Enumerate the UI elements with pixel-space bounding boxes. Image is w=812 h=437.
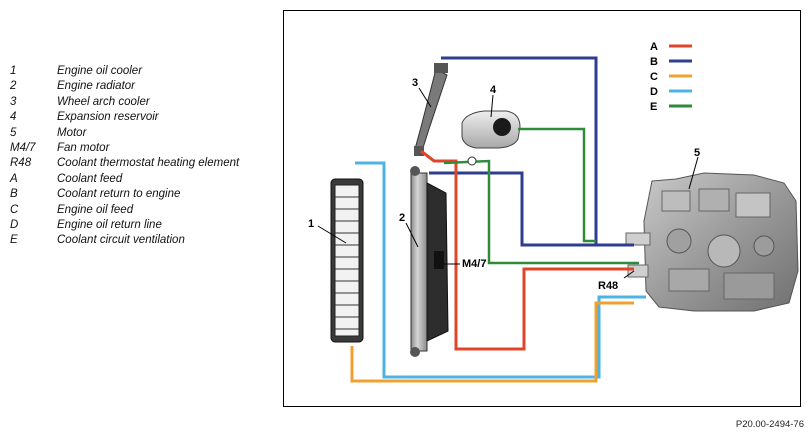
legend-key: C bbox=[10, 203, 19, 216]
line-b-coolant-return bbox=[429, 56, 634, 247]
key-letter-d: D bbox=[650, 86, 658, 98]
legend-key: 1 bbox=[10, 65, 17, 77]
legend-key: 4 bbox=[10, 111, 17, 124]
callout-leaders bbox=[317, 87, 699, 279]
legend-row: 4 Expansion reservoir bbox=[10, 110, 239, 125]
callout-labels: 1 2 3 4 5 M4/7 R48 bbox=[308, 77, 700, 292]
key-letter-b: B bbox=[650, 56, 658, 68]
legend-key: D bbox=[10, 219, 19, 232]
legend-key: 2 bbox=[10, 80, 17, 93]
legend-key: B bbox=[10, 188, 18, 201]
line-d-oil-return bbox=[355, 161, 646, 379]
legend-label: Coolant feed bbox=[57, 172, 123, 185]
line-a-coolant-feed bbox=[420, 149, 634, 351]
callout-1: 1 bbox=[308, 218, 314, 230]
wheel-arch-cooler bbox=[414, 63, 448, 156]
line-c-oil-feed bbox=[350, 301, 634, 383]
legend-label: Engine oil cooler bbox=[57, 65, 143, 77]
legend-label: Engine radiator bbox=[57, 80, 135, 93]
fan-motor bbox=[426, 182, 449, 342]
callout-4: 4 bbox=[490, 84, 497, 96]
engine-block bbox=[625, 172, 799, 312]
legend-row: B Coolant return to engine bbox=[10, 187, 239, 202]
figure-reference: P20.00-2494-76 bbox=[735, 419, 804, 430]
legend-row: D Engine oil return line bbox=[10, 218, 239, 233]
legend-label: Expansion reservoir bbox=[57, 111, 159, 124]
legend-label: Engine oil return line bbox=[57, 219, 162, 232]
key-letter-e: E bbox=[650, 101, 657, 113]
callout-r48: R48 bbox=[598, 280, 618, 292]
legend-row: 2 Engine radiator bbox=[10, 79, 239, 94]
key-letter-a: A bbox=[650, 41, 658, 53]
legend-key: R48 bbox=[10, 157, 32, 170]
key-letter-c: C bbox=[650, 71, 658, 83]
legend-row: R48 Coolant thermostat heating element bbox=[10, 156, 239, 171]
legend-label: Coolant thermostat heating element bbox=[57, 157, 240, 170]
callout-5: 5 bbox=[694, 147, 700, 159]
callout-m47: M4/7 bbox=[462, 258, 486, 270]
component-legend: 1 Engine oil cooler 2 Engine radiator 3 Whe… bbox=[10, 64, 239, 249]
legend-label: Coolant circuit ventilation bbox=[57, 234, 185, 247]
expansion-reservoir bbox=[461, 110, 521, 149]
cooling-circuit-svg: A B C D E bbox=[308, 41, 799, 383]
legend-label: Engine oil feed bbox=[57, 203, 134, 216]
legend-row: 1 Engine oil cooler bbox=[10, 64, 239, 79]
legend-label: Wheel arch cooler bbox=[57, 95, 150, 108]
valve-symbol bbox=[467, 156, 477, 166]
cooling-circuit-diagram: A B C D E bbox=[283, 10, 801, 407]
legend-key: M4/7 bbox=[10, 142, 36, 155]
legend-label: Coolant return to engine bbox=[57, 188, 181, 201]
legend-key: E bbox=[10, 234, 18, 247]
legend-row: 5 Motor bbox=[10, 126, 239, 141]
legend-row: E Coolant circuit ventilation bbox=[10, 233, 239, 248]
engine-radiator bbox=[410, 166, 428, 357]
legend-key: 5 bbox=[10, 126, 17, 139]
legend-key: 3 bbox=[10, 95, 17, 108]
legend-key: A bbox=[10, 172, 18, 185]
line-e-ventilation bbox=[443, 127, 639, 265]
legend-row: C Engine oil feed bbox=[10, 203, 239, 218]
legend-row: M4/7 Fan motor bbox=[10, 141, 239, 156]
line-color-key: A B C D E bbox=[650, 41, 692, 113]
engine-oil-cooler bbox=[330, 178, 364, 343]
callout-3: 3 bbox=[412, 77, 418, 89]
legend-label: Fan motor bbox=[57, 142, 110, 155]
legend-row: A Coolant feed bbox=[10, 172, 239, 187]
legend-label: Motor bbox=[57, 126, 87, 139]
callout-2: 2 bbox=[399, 212, 405, 224]
legend-row: 3 Wheel arch cooler bbox=[10, 95, 239, 110]
